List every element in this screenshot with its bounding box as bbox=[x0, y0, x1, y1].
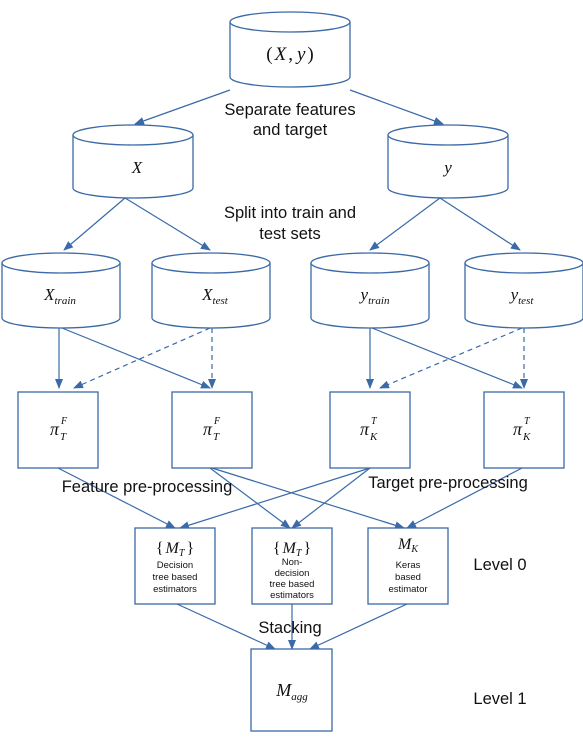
edge-y-to-ytrain bbox=[369, 197, 441, 251]
box-pi-feature-1: π F T bbox=[17, 391, 99, 469]
box-m-keras: MK Keras based estimator bbox=[367, 527, 449, 605]
cylinder-xy: (X,y) bbox=[229, 11, 351, 88]
label-split-line2: test sets bbox=[259, 225, 320, 243]
m3-desc-line3: estimator bbox=[388, 584, 427, 595]
node-xy-label: (X,y) bbox=[266, 44, 313, 65]
pi2-sup: F bbox=[213, 416, 221, 427]
edge-pi4-to-m3 bbox=[406, 467, 523, 529]
edge-pi3-to-m2 bbox=[291, 467, 371, 529]
edge-ytrain-to-pi4 bbox=[371, 327, 523, 389]
node-y-train-label: ytrain bbox=[359, 285, 390, 307]
pi4-base: π bbox=[513, 419, 523, 439]
box-m-agg: Magg bbox=[250, 648, 333, 732]
label-feature-preprocessing: Feature pre-processing bbox=[62, 478, 233, 496]
edge-m3-to-magg bbox=[309, 603, 408, 650]
m2-desc-line4: estimators bbox=[270, 590, 314, 601]
pi3-base: π bbox=[360, 419, 370, 439]
label-split-line1: Split into train and bbox=[224, 204, 356, 222]
node-X-test-label: Xtest bbox=[201, 285, 229, 307]
m3-desc-line1: Keras bbox=[396, 560, 421, 571]
box-m-decision-tree: {MT} Decision tree based estimators bbox=[134, 527, 216, 605]
label-level-1: Level 1 bbox=[473, 690, 526, 708]
edge-X-to-Xtest bbox=[124, 197, 211, 251]
node-X-train-label: Xtrain bbox=[43, 285, 76, 307]
edge-pi2-to-m2 bbox=[209, 467, 291, 529]
pi3-sub: K bbox=[369, 431, 378, 443]
cylinder-y-train: ytrain bbox=[310, 252, 430, 329]
edge-pi1-to-m1 bbox=[57, 467, 176, 529]
m1-title: {MT} bbox=[156, 540, 194, 559]
pi4-sub: K bbox=[522, 431, 531, 443]
label-level-0: Level 0 bbox=[473, 556, 526, 574]
edge-m1-to-magg bbox=[176, 603, 276, 650]
cylinder-y: y bbox=[387, 124, 509, 199]
m2-desc-line3: tree based bbox=[270, 579, 315, 590]
cylinder-X-train: Xtrain bbox=[1, 252, 121, 329]
edge-ytest-to-pi3 bbox=[379, 327, 523, 389]
edge-pi3-to-m1 bbox=[179, 467, 371, 530]
m1-desc-line1: Decision bbox=[157, 560, 193, 571]
box-pi-target-2: π T K bbox=[483, 391, 565, 469]
edge-X-to-Xtrain bbox=[63, 197, 126, 251]
pi2-base: π bbox=[203, 419, 213, 439]
label-separate-line1: Separate features bbox=[224, 101, 355, 119]
m3-desc-line2: based bbox=[395, 572, 421, 583]
pi1-sub: T bbox=[60, 431, 67, 443]
pi3-sup: T bbox=[371, 416, 378, 427]
pi4-sup: T bbox=[524, 416, 531, 427]
m3-title: MK bbox=[397, 536, 419, 555]
magg-label: Magg bbox=[275, 680, 308, 703]
label-separate-line2: and target bbox=[253, 121, 328, 139]
edge-pi2-to-m3 bbox=[211, 467, 405, 530]
edge-Xtrain-to-pi2 bbox=[61, 327, 211, 389]
pi1-sup: F bbox=[60, 416, 68, 427]
cylinder-X: X bbox=[72, 124, 194, 199]
label-target-preprocessing: Target pre-processing bbox=[368, 474, 528, 492]
node-y-label: y bbox=[442, 158, 452, 177]
edge-xy-to-y bbox=[349, 89, 444, 125]
node-y-test-label: ytest bbox=[509, 285, 535, 307]
edge-Xtest-to-pi1 bbox=[73, 327, 211, 389]
edge-xy-to-X bbox=[134, 89, 231, 125]
node-X-label: X bbox=[131, 158, 143, 177]
box-pi-target-1: π T K bbox=[329, 391, 411, 469]
edges bbox=[55, 89, 528, 650]
m1-desc-line2: tree based bbox=[153, 572, 198, 583]
m2-desc-line2: decision bbox=[275, 568, 310, 579]
box-pi-feature-2: π F T bbox=[171, 391, 253, 469]
edge-y-to-ytest bbox=[439, 197, 521, 251]
m2-desc-line1: Non- bbox=[282, 557, 303, 568]
pi1-base: π bbox=[50, 419, 60, 439]
m2-title: {MT} bbox=[273, 540, 311, 559]
m1-desc-line3: estimators bbox=[153, 584, 197, 595]
label-stacking: Stacking bbox=[258, 619, 321, 637]
pi2-sub: T bbox=[213, 431, 220, 443]
cylinder-y-test: ytest bbox=[464, 252, 583, 329]
cylinder-X-test: Xtest bbox=[151, 252, 271, 329]
box-m-non-decision-tree: {MT} Non- decision tree based estimators bbox=[251, 527, 333, 605]
